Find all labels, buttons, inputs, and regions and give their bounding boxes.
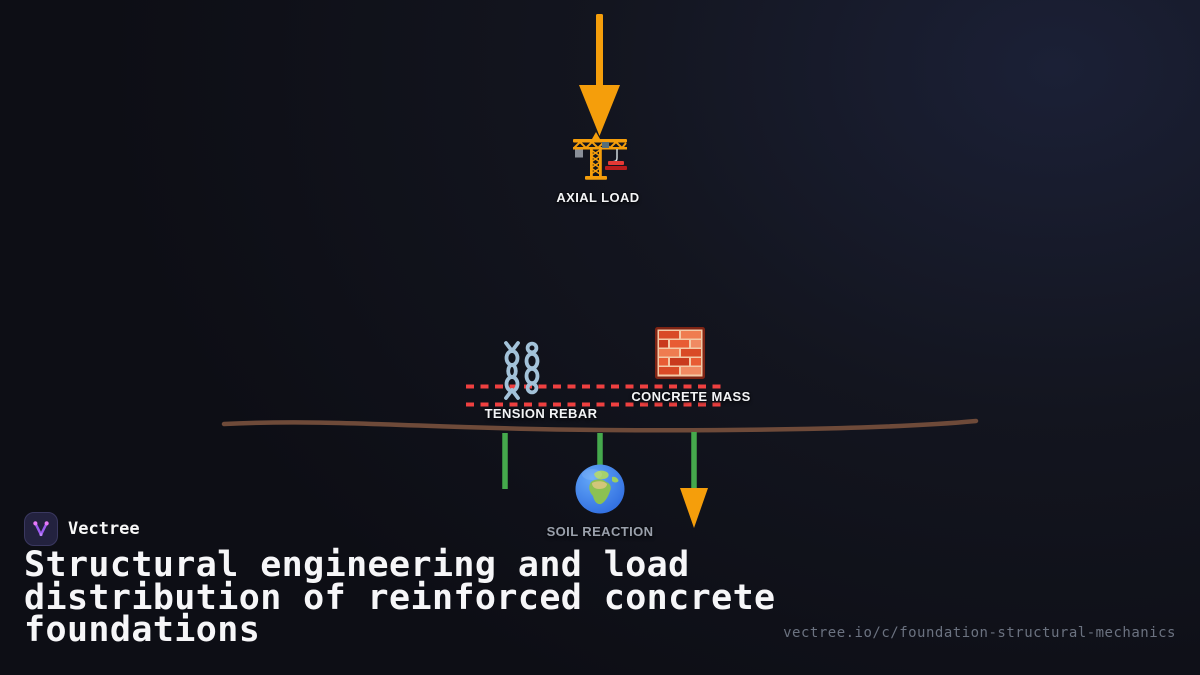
construction-crane-icon (573, 132, 627, 180)
globe-europe-africa-icon (575, 464, 625, 514)
axial-load-arrow (579, 14, 620, 136)
brand-name: Vectree (68, 519, 140, 539)
vectree-logo (24, 512, 58, 546)
page-url: vectree.io/c/foundation-structural-mecha… (783, 625, 1176, 641)
axial-load-label: AXIAL LOAD (556, 190, 640, 205)
reaction-arrowhead (680, 488, 708, 528)
page-title: Structural engineering and load distribu… (24, 545, 776, 650)
soil-reaction-label: SOIL REACTION (546, 524, 654, 539)
brick-wall-icon (655, 327, 705, 379)
concrete-mass-label: CONCRETE MASS (631, 389, 751, 404)
soil-surface-line (221, 418, 979, 433)
green-reaction-arrows (502, 432, 697, 490)
vectree-logo-icon (33, 521, 49, 537)
tension-rebar-label: TENSION REBAR (484, 406, 598, 421)
chains-icon (504, 341, 540, 400)
